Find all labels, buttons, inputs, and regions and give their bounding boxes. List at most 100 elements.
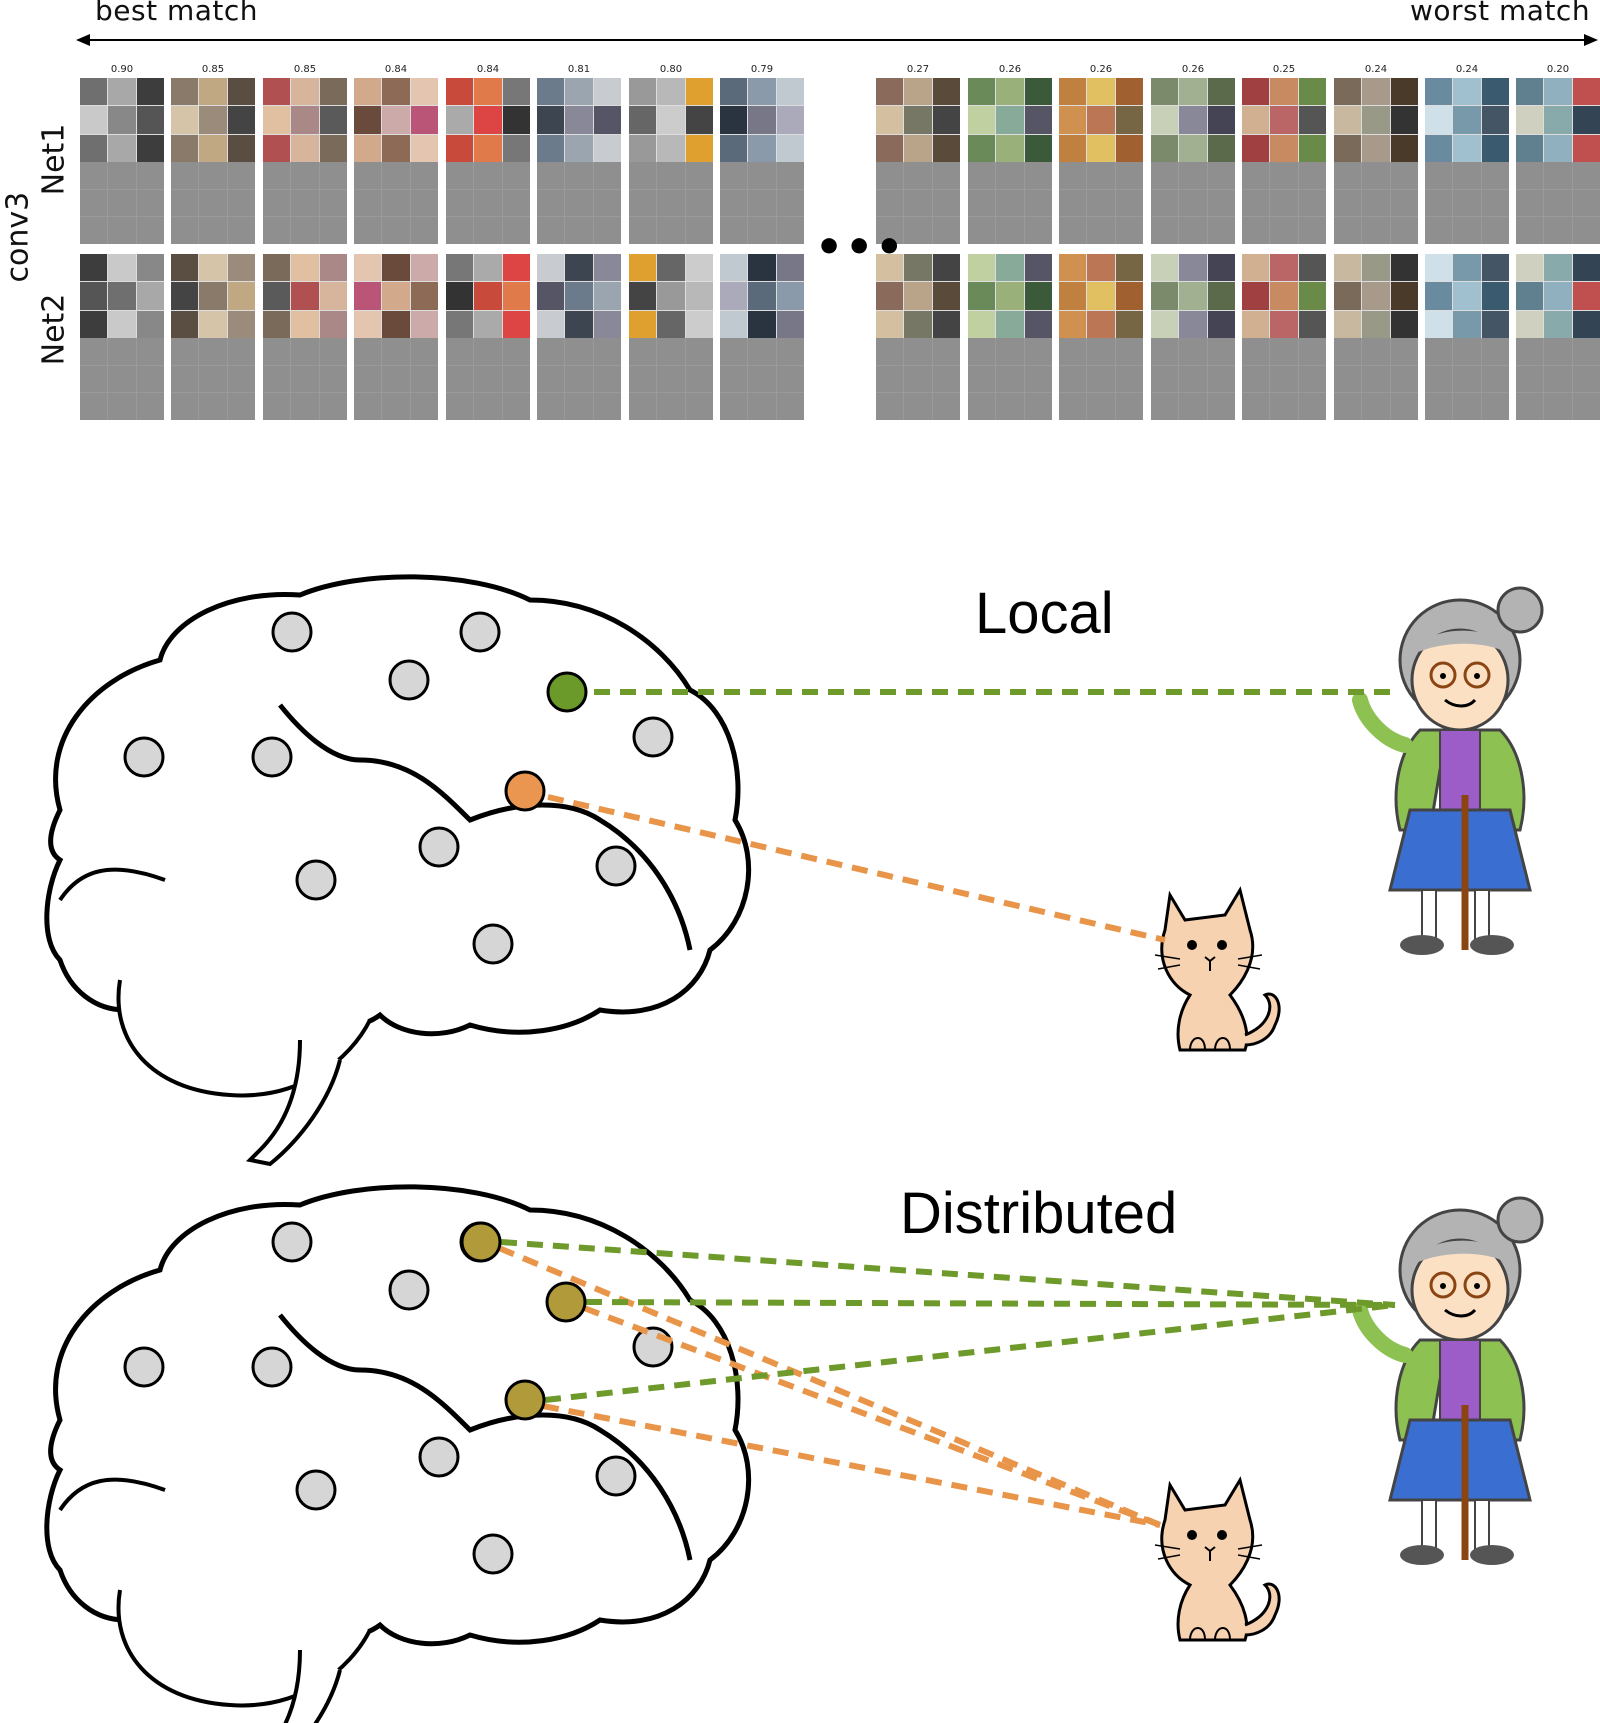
top-activation-images <box>1059 254 1143 338</box>
deconv-thumbnail <box>748 217 776 244</box>
deconv-visualizations <box>171 338 255 420</box>
deconv-thumbnail <box>629 365 657 393</box>
deconv-thumbnail <box>199 162 227 189</box>
activation-thumbnail <box>1242 254 1270 282</box>
top-activation-images <box>171 254 255 338</box>
deconv-thumbnail <box>968 189 996 217</box>
activation-thumbnail <box>227 78 255 106</box>
deconv-thumbnail <box>932 162 960 189</box>
deconv-thumbnail <box>996 393 1024 420</box>
deconv-thumbnail <box>1362 393 1390 420</box>
deconv-thumbnail <box>136 189 164 217</box>
activation-thumbnail <box>1544 78 1572 106</box>
neuron-cat <box>504 770 546 812</box>
neuron-inactive <box>388 659 430 701</box>
unit-panel <box>876 254 960 420</box>
deconv-thumbnail <box>354 393 382 420</box>
deconv-thumbnail <box>1481 338 1509 365</box>
top-activation-images <box>1151 254 1235 338</box>
deconv-thumbnail <box>1115 189 1143 217</box>
deconv-thumbnail <box>996 162 1024 189</box>
deconv-visualizations <box>537 338 621 420</box>
deconv-thumbnail <box>171 338 199 365</box>
deconv-thumbnail <box>263 189 291 217</box>
deconv-thumbnail <box>1334 365 1362 393</box>
activation-thumbnail <box>748 310 776 338</box>
deconv-visualizations <box>968 162 1052 244</box>
deconv-visualizations <box>629 338 713 420</box>
deconv-visualizations <box>171 162 255 244</box>
activation-thumbnail <box>629 106 657 134</box>
deconv-thumbnail <box>502 393 530 420</box>
neuron-inactive <box>271 1221 313 1263</box>
activation-thumbnail <box>108 78 136 106</box>
neuron-inactive <box>595 1455 637 1497</box>
deconv-thumbnail <box>776 338 804 365</box>
unit-panel <box>629 254 713 420</box>
activation-thumbnail <box>502 134 530 162</box>
activation-thumbnail <box>1207 106 1235 134</box>
deconv-thumbnail <box>1087 393 1115 420</box>
unit-panel <box>354 78 438 244</box>
match-score: 0.20 <box>1546 64 1570 75</box>
match-score: 0.85 <box>293 64 317 75</box>
deconv-thumbnail <box>1298 393 1326 420</box>
activation-thumbnail <box>382 254 410 282</box>
deconv-thumbnail <box>657 338 685 365</box>
deconv-thumbnail <box>565 189 593 217</box>
activation-thumbnail <box>446 106 474 134</box>
deconv-thumbnail <box>108 393 136 420</box>
deconv-thumbnail <box>593 393 621 420</box>
match-score: 0.26 <box>1089 64 1113 75</box>
deconv-visualizations <box>1151 162 1235 244</box>
cat-icon <box>1153 1478 1281 1642</box>
deconv-thumbnail <box>474 217 502 244</box>
deconv-thumbnail <box>319 189 347 217</box>
activation-thumbnail <box>904 106 932 134</box>
activation-thumbnail <box>1207 254 1235 282</box>
deconv-thumbnail <box>1572 393 1600 420</box>
deconv-thumbnail <box>1024 162 1052 189</box>
deconv-visualizations <box>537 162 621 244</box>
activation-thumbnail <box>968 254 996 282</box>
deconv-thumbnail <box>685 189 713 217</box>
activation-thumbnail <box>502 310 530 338</box>
deconv-thumbnail <box>593 365 621 393</box>
activation-thumbnail <box>932 310 960 338</box>
deconv-thumbnail <box>1207 338 1235 365</box>
activation-thumbnail <box>291 134 319 162</box>
activation-thumbnail <box>720 106 748 134</box>
ellipsis: ••• <box>815 222 906 273</box>
activation-thumbnail <box>1453 282 1481 310</box>
deconv-thumbnail <box>1390 162 1418 189</box>
activation-thumbnail <box>776 282 804 310</box>
unit-panel <box>968 254 1052 420</box>
neuron-grandmother <box>546 671 588 713</box>
match-score: 0.24 <box>1455 64 1479 75</box>
activation-thumbnail <box>1242 134 1270 162</box>
deconv-thumbnail <box>904 338 932 365</box>
activation-thumbnail <box>932 282 960 310</box>
activation-thumbnail <box>1242 106 1270 134</box>
activation-thumbnail <box>80 254 108 282</box>
deconv-thumbnail <box>1024 189 1052 217</box>
top-activation-images <box>263 78 347 162</box>
deconv-thumbnail <box>1087 338 1115 365</box>
activation-thumbnail <box>1115 78 1143 106</box>
deconv-thumbnail <box>776 365 804 393</box>
activation-thumbnail <box>629 310 657 338</box>
activation-thumbnail <box>263 134 291 162</box>
match-score: 0.25 <box>1272 64 1296 75</box>
deconv-thumbnail <box>1270 338 1298 365</box>
activation-thumbnail <box>720 254 748 282</box>
unit-panel <box>720 78 804 244</box>
activation-thumbnail <box>565 134 593 162</box>
activation-thumbnail <box>1024 254 1052 282</box>
activation-thumbnail <box>199 106 227 134</box>
match-score: 0.26 <box>1181 64 1205 75</box>
deconv-thumbnail <box>1544 189 1572 217</box>
grandmother-icon <box>1360 588 1542 955</box>
activation-thumbnail <box>1151 78 1179 106</box>
activation-thumbnail <box>263 254 291 282</box>
deconv-visualizations <box>80 162 164 244</box>
